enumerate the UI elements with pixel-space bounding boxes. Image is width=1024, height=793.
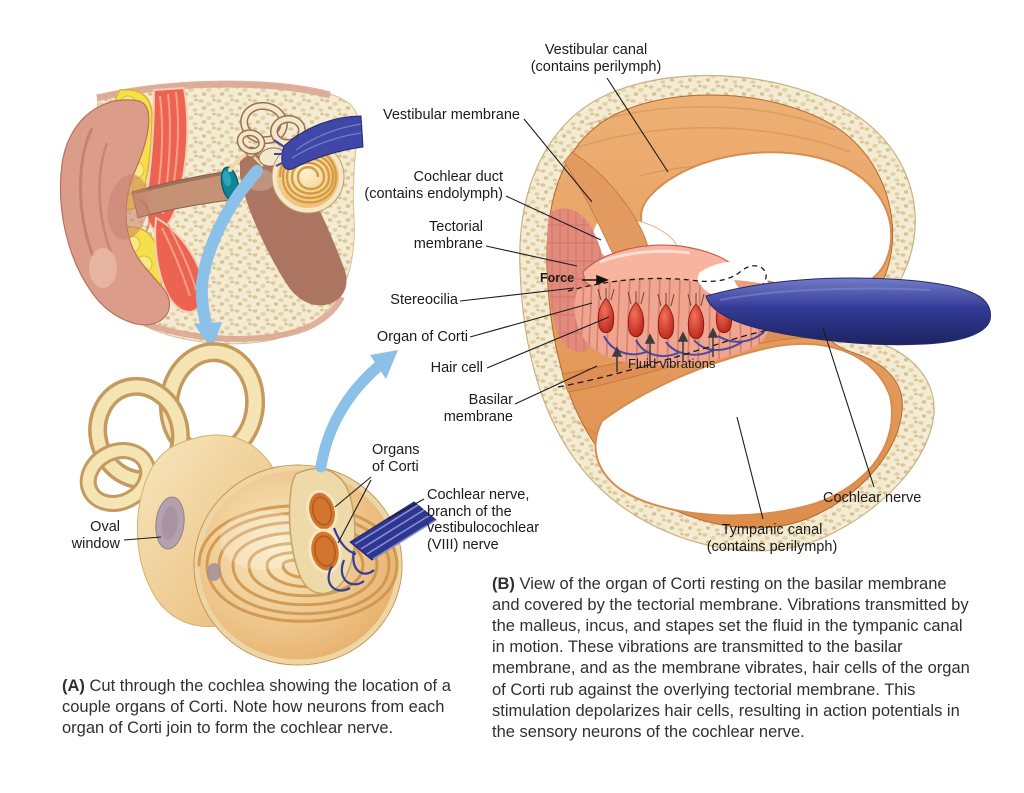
tectorial-dashed-line (567, 265, 767, 299)
round-window-spot (207, 563, 221, 581)
caption-b: (B) View of the organ of Corti resting o… (492, 574, 972, 743)
label-stereocilia: Stereocilia (390, 292, 458, 308)
label-basilar-membrane: Basilar membrane (443, 392, 513, 425)
label-oval-window: Oval window (71, 519, 120, 552)
muscle-lower (154, 216, 205, 313)
label-vestibular-membrane: Vestibular membrane (382, 107, 520, 123)
label-cochlear-nerve: Cochlear nerve (823, 490, 922, 506)
cochlear-nerve-shape (705, 277, 991, 346)
middle-ear-cavity (240, 152, 347, 306)
nerve-fibers (603, 331, 765, 357)
label-fluid-vibrations: Fluid vibrations (628, 356, 716, 371)
ear-illustration (59, 80, 364, 350)
force-arrow (582, 274, 610, 286)
basilar-membrane-dashed-line (557, 322, 811, 388)
fluid-vibration-arrows (611, 327, 719, 372)
leader-lines (123, 77, 875, 544)
flow-arrow-cochlea-to-crosssection (315, 350, 398, 473)
organs-of-corti-cross-sections (306, 489, 342, 574)
label-organ-of-corti: Organ of Corti (376, 329, 468, 345)
vestibulocochlear-nerve-small (273, 115, 364, 170)
label-tympanic-canal: Tympanic canal (contains perilymph) (706, 522, 838, 555)
cross-section-illustration (519, 74, 991, 552)
label-cochlear-duct: Cochlear duct (contains endolymph) (364, 169, 503, 202)
caption-b-label: (B) (492, 575, 515, 593)
caption-b-text: View of the organ of Corti resting on th… (492, 575, 970, 741)
label-cochlear-nerve-branch: Cochlear nerve, branch of the vestibuloc… (427, 487, 540, 553)
label-hair-cell: Hair cell (430, 360, 483, 376)
label-organs-of-corti: Organs of Corti (372, 442, 420, 475)
caption-a-label: (A) (62, 677, 85, 695)
caption-a-text: Cut through the cochlea showing the loca… (62, 677, 451, 738)
cochlea-illustration (79, 342, 437, 666)
cochlear-nerve-ribbon (349, 501, 437, 561)
tympanic-canal-cavity (594, 343, 893, 517)
flow-arrow-ear-to-cochlea (194, 165, 263, 350)
outer-ear (59, 99, 170, 326)
label-force: Force (540, 271, 575, 285)
nerve-fiber-curls (327, 527, 375, 592)
caption-a: (A) Cut through the cochlea showing the … (62, 676, 474, 739)
label-vestibular-canal: Vestibular canal (contains perilymph) (530, 42, 662, 75)
semicircular-canals-small (236, 101, 306, 167)
label-tectorial-membrane: Tectorial membrane (413, 219, 483, 252)
